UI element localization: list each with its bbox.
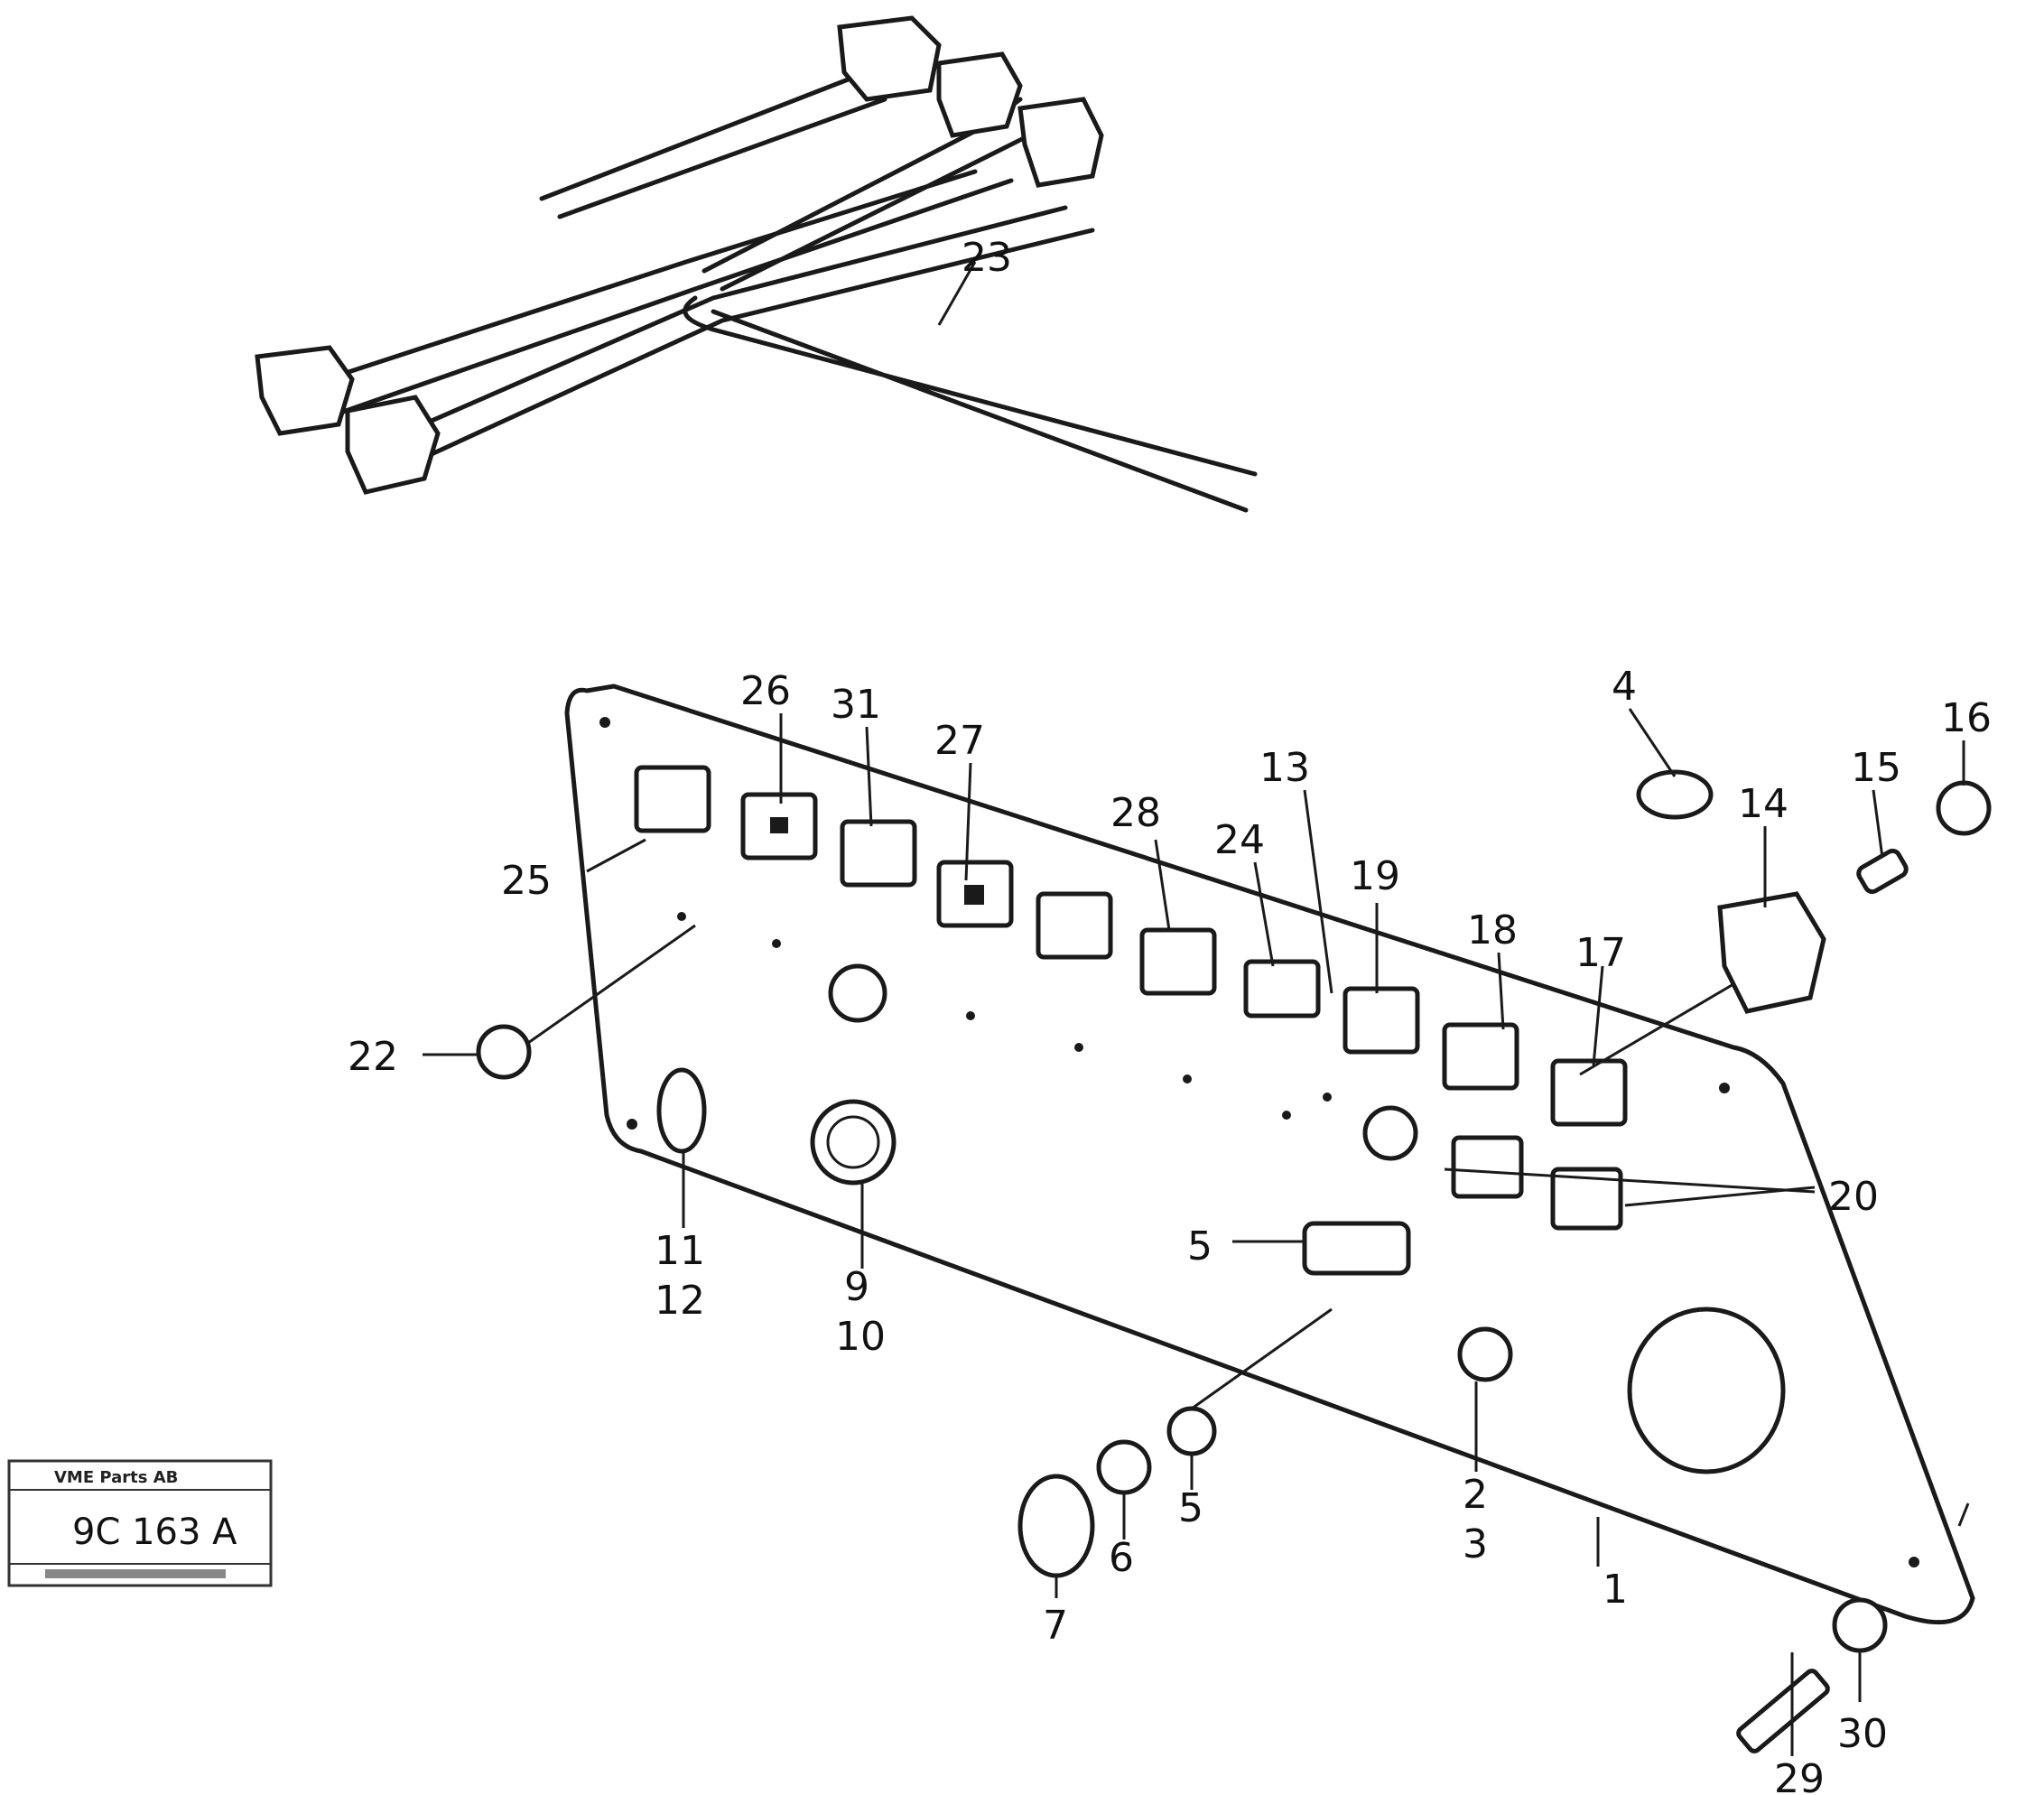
switch-19 xyxy=(1343,986,1420,1055)
callout-3: 3 xyxy=(1463,1521,1488,1567)
callout-22: 22 xyxy=(348,1034,398,1080)
callout-2: 2 xyxy=(1463,1472,1488,1518)
stamp-code: 9C 163 A xyxy=(72,1511,237,1553)
callout-27: 27 xyxy=(934,718,985,764)
switch-17 xyxy=(1550,1058,1628,1127)
callout-8-display: 5 xyxy=(1187,1223,1212,1270)
callout-13: 13 xyxy=(1259,745,1310,791)
switch-20b xyxy=(1550,1167,1623,1231)
callout-29: 29 xyxy=(1774,1756,1825,1795)
lock-9 xyxy=(810,1099,897,1186)
nut-5 xyxy=(1166,1406,1217,1456)
callout-23: 23 xyxy=(962,235,1012,281)
callout-31: 31 xyxy=(831,682,881,728)
switch-11 xyxy=(656,1067,707,1154)
callout-19: 19 xyxy=(1350,853,1400,899)
callout-4: 4 xyxy=(1612,664,1637,710)
display-8 xyxy=(1302,1221,1411,1276)
stamp-footer-illegible xyxy=(45,1569,226,1578)
callout-28: 28 xyxy=(1110,790,1161,836)
callout-15: 15 xyxy=(1851,745,1901,791)
bulb-15 xyxy=(1856,848,1909,895)
gauge-opening xyxy=(1627,1307,1786,1474)
washer-6 xyxy=(1096,1439,1152,1495)
plug-4 xyxy=(1636,769,1714,820)
callout-26: 26 xyxy=(740,668,791,714)
callout-30: 30 xyxy=(1837,1711,1888,1757)
callout-18: 18 xyxy=(1467,907,1518,953)
socket-2 xyxy=(1457,1326,1513,1382)
screw-29 xyxy=(1736,1669,1830,1753)
callout-11: 11 xyxy=(655,1228,705,1274)
callout-12: 12 xyxy=(655,1278,705,1324)
callout-6: 6 xyxy=(1109,1535,1134,1581)
knob-22 xyxy=(476,1024,532,1080)
holder-16 xyxy=(1936,780,1992,836)
cable-harness xyxy=(255,15,1258,513)
switch-31 xyxy=(840,819,917,888)
callout-1: 1 xyxy=(1603,1567,1628,1613)
callout-17: 17 xyxy=(1575,930,1626,976)
switch-24 xyxy=(1243,959,1321,1018)
washer-30 xyxy=(1832,1597,1888,1653)
callout-16: 16 xyxy=(1941,695,1992,741)
knob-7 xyxy=(1017,1474,1095,1578)
loose-parts xyxy=(476,769,1992,1753)
lamp-13 xyxy=(1362,1105,1418,1161)
instrument-panel xyxy=(564,684,1975,1625)
callout-labels: 23 26 31 27 28 24 13 19 18 17 4 14 15 16… xyxy=(348,235,1992,1795)
callout-7: 7 xyxy=(1043,1603,1068,1649)
callout-10: 10 xyxy=(835,1314,886,1360)
stamp-header: VME Parts AB xyxy=(54,1468,178,1487)
callout-14: 14 xyxy=(1738,781,1788,827)
switch-18 xyxy=(1442,1022,1519,1091)
leader-lines xyxy=(423,261,1970,1756)
switch-14 xyxy=(1717,891,1826,1014)
switch-20a xyxy=(1451,1135,1524,1199)
callout-20: 20 xyxy=(1828,1174,1879,1220)
callout-5: 5 xyxy=(1178,1485,1203,1531)
reference-stamp: VME Parts AB 9C 163 A xyxy=(7,1459,273,1587)
callout-9: 9 xyxy=(844,1264,869,1310)
switch-25 xyxy=(634,765,711,833)
callout-24: 24 xyxy=(1214,817,1265,863)
callout-25: 25 xyxy=(501,858,552,904)
